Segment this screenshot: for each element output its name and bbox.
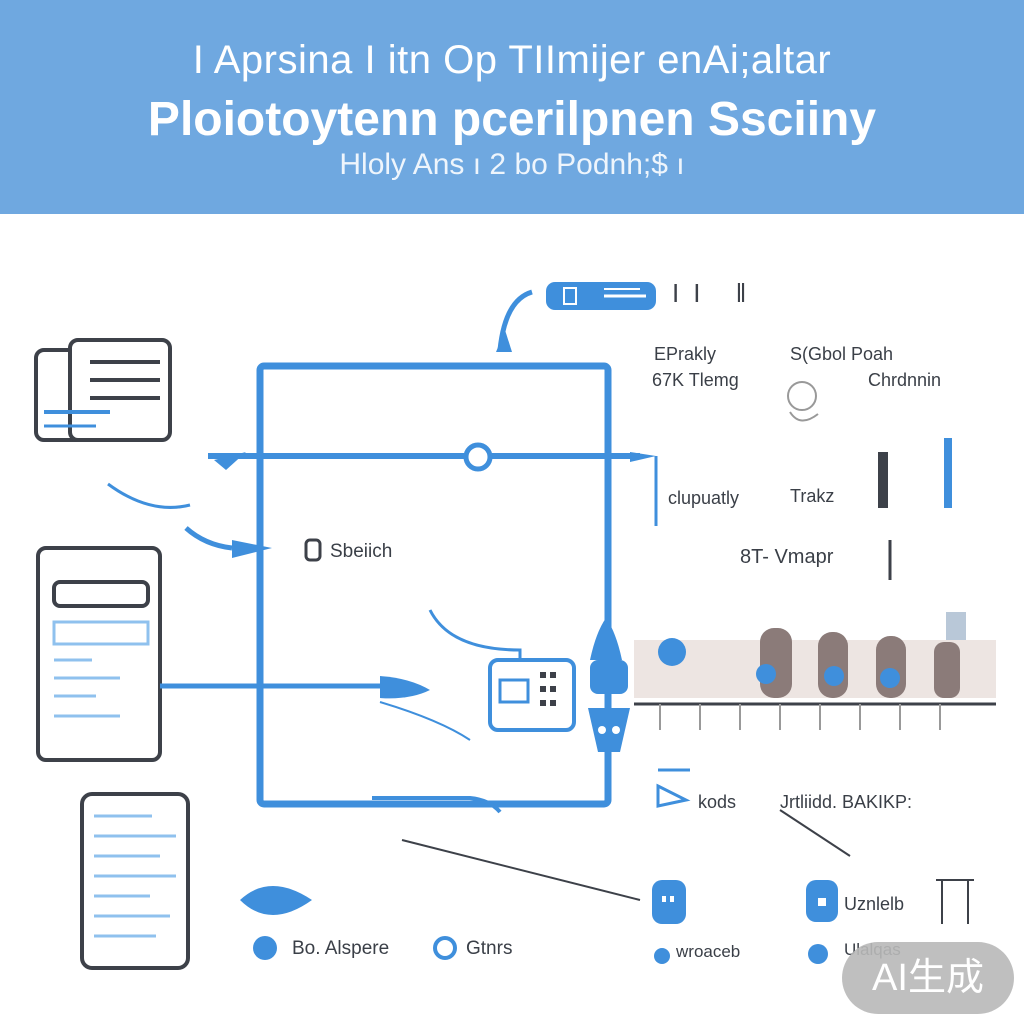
mid-left-label: clupuatly [668,488,740,508]
bottom-left-label-2: Gtnrs [466,938,513,959]
panel-right-label-2: Chrdnnin [868,370,942,390]
main-frame [256,362,612,808]
banner-subtitle: Hloly Ans ı 2 bo Podnh;$ ı [339,148,685,181]
banner-title-line-1: I Aprsina I itn Op TIImijer enAi;altar [192,38,832,82]
top-arrow-head [496,330,512,352]
bottom-mid-label: wroaceb [676,942,741,961]
center-chip [488,658,576,732]
tablet-icon [36,546,162,762]
lower-right-label: Jrtliidd. BAKIKP: [780,792,913,812]
bottom-left-label-1: Bo. Alspere [292,938,390,959]
lower-left-label: kods [698,792,737,812]
mid-right-label: Trakz [790,486,835,506]
row-mid-label: 8T- Vmapr [740,546,834,568]
bottom-node-1 [652,880,686,924]
panel-left-label-1: EPrakly [654,344,717,364]
bottom-right-label-1: Uznlelb [844,894,905,914]
center-node-label: Sbeiich [330,541,393,562]
bottom-left-shape [240,886,312,915]
document-icon-1 [34,338,172,442]
flow-diagram [34,282,996,970]
banner-title-line-2: Ploiotoytenn pcerilpnen Ssciiny [147,93,877,146]
building-row [634,612,996,730]
ai-generated-badge: AI生成 [842,942,1014,1014]
document-icon-2 [80,792,190,970]
header-banner: I Aprsina I itn Op TIImijer enAi;altar P… [0,0,1024,214]
panel-left-label-2: 67K Tlemg [652,370,739,390]
top-row-label: II ǁ [672,278,761,308]
panel-right-label-1: S(Gbol Poah [790,344,894,364]
